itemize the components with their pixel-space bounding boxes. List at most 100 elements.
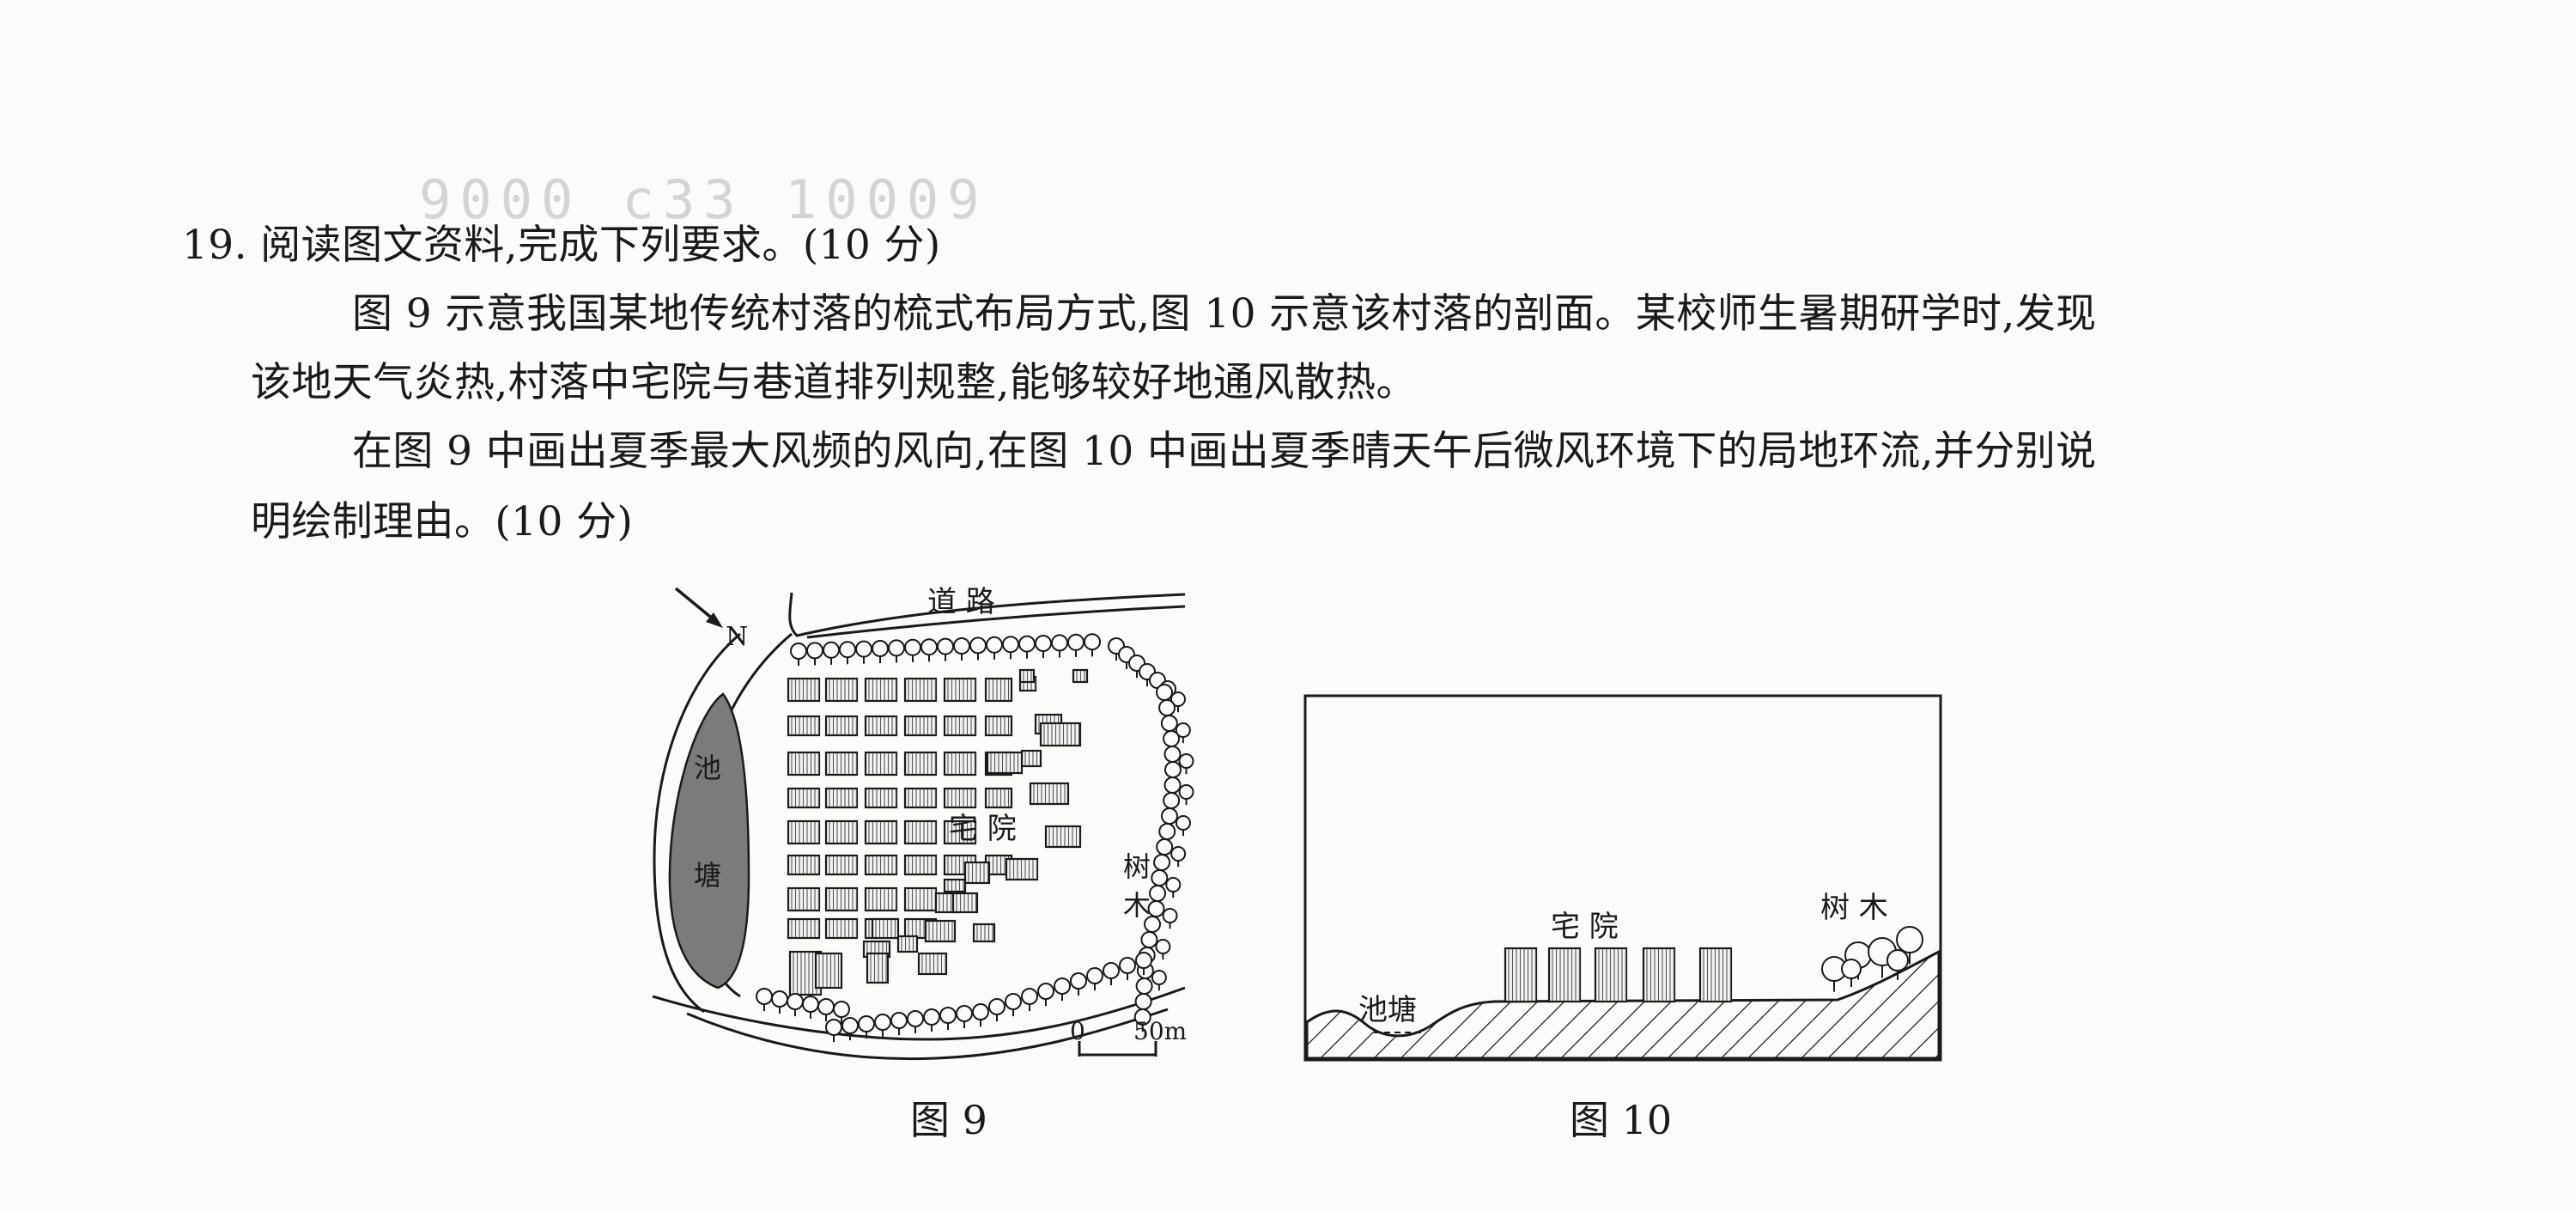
tree-icon (1035, 635, 1052, 659)
section-house (1594, 947, 1628, 1003)
tree-icon (858, 1015, 875, 1039)
house (864, 677, 898, 703)
tree-icon (756, 988, 773, 1012)
tree-icon (1170, 846, 1187, 868)
tree-icon (802, 996, 819, 1020)
tree-icon (1054, 978, 1071, 1002)
tree-icon (839, 641, 856, 665)
tree-icon (1067, 633, 1084, 657)
trees-label-2: 木 (1123, 889, 1151, 922)
house (903, 715, 938, 737)
house (943, 878, 967, 893)
houses-label: 宅 院 (949, 812, 1017, 846)
tree-icon (986, 636, 1003, 660)
house (1044, 825, 1082, 849)
house (787, 854, 821, 876)
house (787, 715, 821, 737)
house (824, 787, 859, 809)
house (943, 819, 977, 845)
tree-icon (1135, 952, 1152, 976)
tree-icon (1178, 753, 1194, 775)
house (787, 917, 821, 940)
pond-label: 池塘 (1358, 993, 1417, 1027)
tree-icon (806, 642, 823, 666)
tree-icon (841, 1017, 859, 1041)
scale-value-label: 50m (1133, 1017, 1187, 1045)
tree-icon (1165, 877, 1182, 898)
section-house (1547, 947, 1582, 1003)
house (903, 886, 938, 912)
tree-icon (874, 1014, 891, 1038)
ghost-watermark: 9000 c33 10009 (419, 168, 988, 231)
north-road-line-2 (806, 605, 1186, 639)
house (787, 787, 821, 809)
south-road-line-2 (686, 1008, 1169, 1061)
house (917, 952, 948, 976)
house (787, 886, 821, 912)
section-frame (1303, 694, 1942, 1062)
tree-icon (1018, 635, 1036, 659)
house (943, 715, 977, 737)
tree-icon (1037, 983, 1054, 1007)
house (903, 751, 938, 777)
house (903, 677, 938, 703)
tree-icon (907, 1010, 924, 1034)
tree-icon (1084, 633, 1101, 657)
section-houses (1504, 947, 1733, 1003)
tree-icon (988, 998, 1005, 1022)
tree-icon (790, 643, 807, 667)
house (943, 677, 977, 703)
tree-icon (872, 640, 889, 664)
tree-icon (1162, 908, 1178, 929)
west-road-outer (653, 632, 741, 1014)
tree-icon (923, 1008, 940, 1032)
tree-icon (1086, 967, 1103, 991)
tree-icon (1155, 939, 1171, 960)
house (824, 751, 859, 777)
house (787, 677, 821, 703)
house (1018, 668, 1036, 684)
house (864, 819, 898, 845)
house (903, 787, 938, 809)
tree-icon (1133, 1008, 1151, 1032)
section-house (1642, 947, 1676, 1003)
tree-icon (823, 641, 840, 665)
figure-9-caption: 图 9 (910, 1097, 987, 1143)
north-road-line-1 (788, 592, 1186, 637)
pond-shape (668, 692, 750, 990)
pond-label-2: 塘 (694, 859, 721, 892)
house (896, 935, 919, 953)
section-house (1504, 947, 1538, 1003)
house (864, 751, 898, 777)
north-arrow-icon (674, 587, 723, 628)
house (871, 917, 900, 940)
paragraph-1-line-1: 图 9 示意我国某地传统村落的梳式布局方式,图 10 示意该村落的剖面。某校师生… (352, 290, 2097, 338)
tree-icon (1175, 722, 1191, 744)
tree-icon (890, 1012, 908, 1036)
tree-icon (956, 1005, 973, 1029)
house (824, 854, 859, 876)
section-trees (1821, 926, 1923, 992)
house (824, 917, 859, 940)
house (824, 715, 859, 737)
tree-icon (1886, 949, 1909, 980)
tree-icon (1896, 926, 1923, 965)
tree-icon (825, 1019, 842, 1043)
tree-icon (1821, 956, 1847, 992)
house (984, 677, 1013, 703)
tree-icon (920, 638, 938, 662)
house (943, 787, 977, 809)
tree-icon (904, 638, 921, 662)
tree-icon (1103, 962, 1120, 986)
tree-icon (939, 1007, 957, 1031)
house (951, 892, 979, 914)
road-label: 道 路 (927, 585, 995, 619)
trees-label-1: 树 (1123, 850, 1151, 883)
house (864, 715, 898, 737)
house (903, 854, 938, 876)
tree-belt (756, 633, 1194, 1043)
tree-icon (1070, 972, 1087, 996)
tree-icon (888, 639, 905, 663)
